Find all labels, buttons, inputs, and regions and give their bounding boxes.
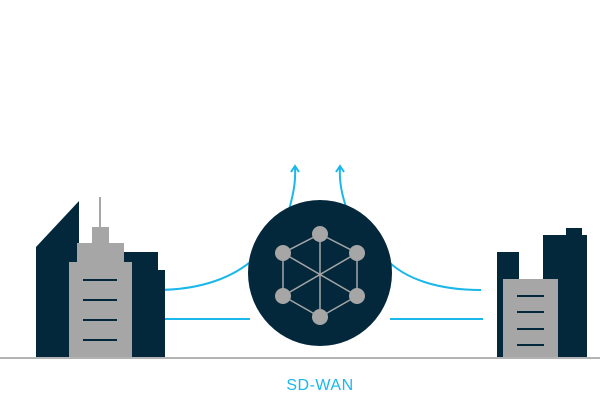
city-building-icon	[36, 197, 165, 358]
arrow-up-icon	[335, 164, 345, 173]
network-hub-icon	[248, 200, 392, 346]
diagram-caption: SD-WAN	[286, 377, 354, 394]
arrow-up-icon	[290, 164, 300, 173]
right-curve-flow	[384, 257, 482, 291]
left-curve-flow	[155, 254, 259, 291]
branch-building-icon	[497, 228, 587, 358]
up-flow-left	[288, 166, 297, 211]
